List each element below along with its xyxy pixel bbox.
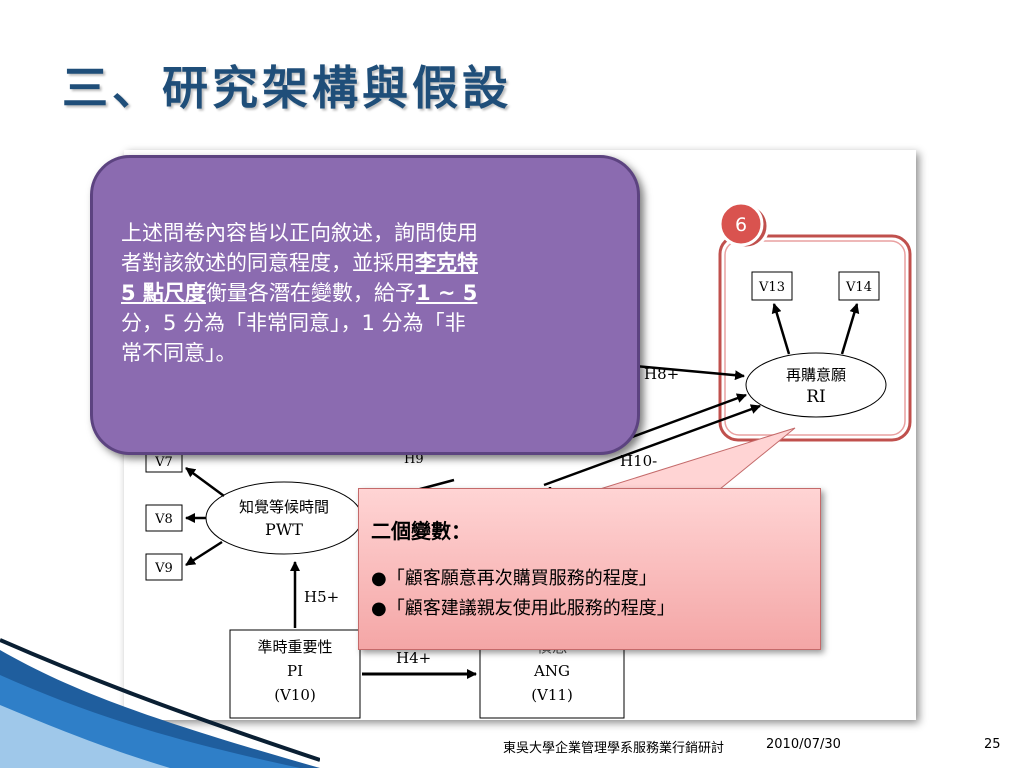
indicator-v8-label: V8 — [154, 512, 173, 527]
indicator-v9-label: V9 — [154, 561, 173, 576]
indicator-v14-label: V14 — [845, 280, 872, 295]
step-badge-number: 6 — [735, 214, 747, 236]
step-badge — [718, 201, 764, 247]
ri-construct-name: 再購意願 — [786, 366, 846, 384]
range-highlight: 1 ~ 5 — [415, 281, 478, 305]
callout-line-5: 常不同意」。 — [121, 341, 237, 365]
pwt-construct-name: 知覺等候時間 — [239, 498, 329, 516]
callout-line-4: 分，5 分為「非常同意」，1 分為「非 — [121, 311, 466, 335]
variables-callout-title: 二個變數： — [371, 519, 471, 543]
ri-construct — [745, 352, 887, 418]
pi-construct — [229, 629, 361, 719]
likert-highlight: 李克特 — [415, 251, 478, 275]
pi-construct-abbr: PI — [287, 662, 303, 680]
scale-highlight: 5 點尺度 — [121, 281, 206, 305]
path-label-h5: H5+ — [304, 588, 339, 606]
path-label-h10: H10- — [620, 452, 657, 470]
ang-construct-abbr: ANG — [533, 662, 570, 680]
pi-construct-name: 準時重要性 — [257, 638, 332, 656]
indicator-v13 — [751, 271, 793, 301]
path-label-h8: H8+ — [644, 365, 679, 383]
decorative-swoosh — [0, 638, 320, 768]
ang-construct-code: (V11) — [531, 686, 573, 704]
variable-item: ●「顧客建議親友使用此服務的程度」 — [371, 598, 675, 619]
slide-title: 三、研究架構與假設 — [62, 61, 512, 115]
page-number: 25 — [984, 737, 1001, 752]
ri-highlight-frame — [718, 234, 912, 442]
pi-construct-code: (V10) — [274, 686, 316, 704]
callout-line-2: 者對該敘述的同意程度，並採用李克特 — [121, 251, 478, 275]
indicator-v14 — [838, 271, 880, 301]
indicator-v9 — [145, 553, 183, 581]
indicator-v8 — [145, 504, 183, 532]
footer-date: 2010/07/30 — [766, 737, 841, 752]
path-label-h9: H9 — [404, 452, 424, 467]
path-label-h4: H4+ — [396, 649, 431, 667]
indicator-v7-label: V7 — [154, 455, 173, 470]
footer-org: 東吳大學企業管理學系服務業行銷研討 — [503, 741, 725, 756]
callout-line-3: 5 點尺度衡量各潛在變數，給予1 ~ 5 — [121, 281, 478, 305]
indicator-v13-label: V13 — [758, 280, 785, 295]
likert-scale-callout: 上述問卷內容皆以正向敘述，詢問使用 者對該敘述的同意程度，並採用李克特 5 點尺… — [90, 155, 640, 455]
variables-callout: 二個變數： ●「顧客願意再次購買服務的程度」 ●「顧客建議親友使用此服務的程度」 — [358, 488, 821, 650]
variable-item: ●「顧客願意再次購買服務的程度」 — [371, 568, 657, 589]
pwt-construct-abbr: PWT — [265, 520, 303, 539]
ri-construct-abbr: RI — [806, 387, 826, 407]
callout-line-1: 上述問卷內容皆以正向敘述，詢問使用 — [121, 221, 478, 245]
